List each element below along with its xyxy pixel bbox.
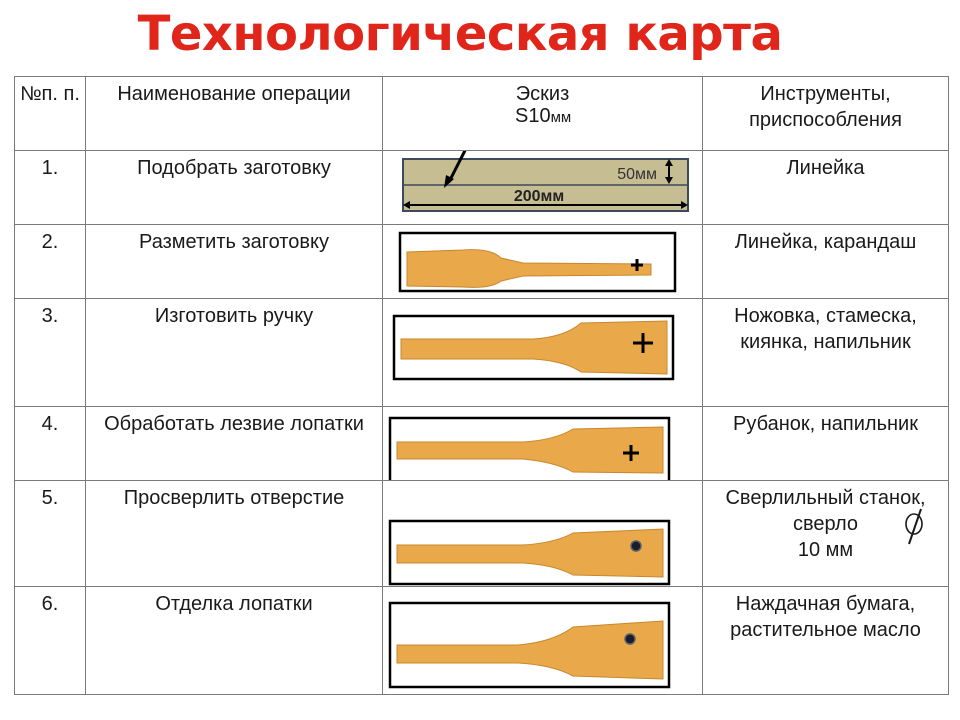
sketch-cell <box>382 224 703 299</box>
header-operation: Наименование операции <box>85 76 383 151</box>
row-operation: Обработать лезвие лопатки <box>85 406 383 481</box>
spatula-shape <box>396 528 664 578</box>
spatula-marked-sketch <box>398 231 677 293</box>
table-row: 4. Обработать лезвие лопатки Рубанок, на… <box>14 406 949 481</box>
thickness-label: S10мм <box>515 105 572 127</box>
table-row: 3. Изготовить ручку Ножовка, стамеска, к… <box>14 298 949 407</box>
height-dim-label: 50мм <box>617 166 657 183</box>
blank-plank-sketch: 50мм 200мм <box>402 151 689 212</box>
row-operation: Разметить заготовку <box>85 224 383 299</box>
header-sketch: Эскиз S10мм <box>382 76 703 151</box>
sketch-cell <box>382 298 703 407</box>
spatula-shape <box>400 320 668 375</box>
row-operation: Просверлить отверстие <box>85 480 383 587</box>
row-tools: Линейка, карандаш <box>702 224 949 299</box>
tech-card-table: №п. п. Наименование операции Эскиз S10мм… <box>14 76 949 695</box>
table-row: 2. Разметить заготовку Линейка, карандаш <box>14 224 949 299</box>
row-tools: Ножовка, стамеска, киянка, напильник <box>702 298 949 407</box>
plus-mark <box>623 445 639 461</box>
spatula-shape <box>396 426 664 474</box>
sketch-cell <box>382 586 703 695</box>
row-number: 1. <box>14 150 86 225</box>
header-sketch-label: Эскиз <box>515 83 570 105</box>
header-tools: Инструменты, приспособления <box>702 76 949 151</box>
thickness-pointer <box>447 151 467 183</box>
row-number: 2. <box>14 224 86 299</box>
spatula-finished-sketch <box>388 601 671 689</box>
table-row: 6. Отделка лопатки Наждачная бумага, рас… <box>14 586 949 695</box>
drill-hole <box>630 540 642 552</box>
row-tools: Рубанок, напильник <box>702 406 949 481</box>
table-row: 5. Просверлить отверстие Сверлильный ста… <box>14 480 949 587</box>
page-title: Технологическая карта <box>137 6 783 62</box>
plus-mark <box>633 333 653 353</box>
sketch-cell <box>382 480 703 587</box>
row-number: 4. <box>14 406 86 481</box>
row-number: 3. <box>14 298 86 407</box>
sketch-cell <box>382 406 703 481</box>
table-row: 1. Подобрать заготовку 50мм 200мм Линейк… <box>14 150 949 225</box>
diameter-icon <box>905 508 923 545</box>
row-tools-text: Сверлильный станок, сверло <box>725 487 926 535</box>
row-tools: Линейка <box>702 150 949 225</box>
row-operation: Подобрать заготовку <box>85 150 383 225</box>
thickness-arrowhead <box>444 175 454 188</box>
row-number: 5. <box>14 480 86 587</box>
sketch-cell: 50мм 200мм <box>382 150 703 225</box>
spatula-handle-sketch <box>392 314 675 381</box>
plus-mark <box>631 259 643 271</box>
header-row: №п. п. Наименование операции Эскиз S10мм… <box>14 76 949 151</box>
row-tools-note: 10 мм <box>797 539 854 561</box>
spatula-blade-sketch <box>388 416 671 480</box>
row-tools: Наждачная бумага, растительное масло <box>702 586 949 695</box>
spatula-shape <box>396 620 664 680</box>
spatula-hole-sketch <box>388 519 671 586</box>
length-dim-label: 200мм <box>514 188 564 205</box>
row-operation: Изготовить ручку <box>85 298 383 407</box>
header-number: №п. п. <box>14 76 86 151</box>
drill-hole <box>624 633 636 645</box>
row-operation: Отделка лопатки <box>85 586 383 695</box>
row-number: 6. <box>14 586 86 695</box>
spatula-shape <box>406 249 652 288</box>
